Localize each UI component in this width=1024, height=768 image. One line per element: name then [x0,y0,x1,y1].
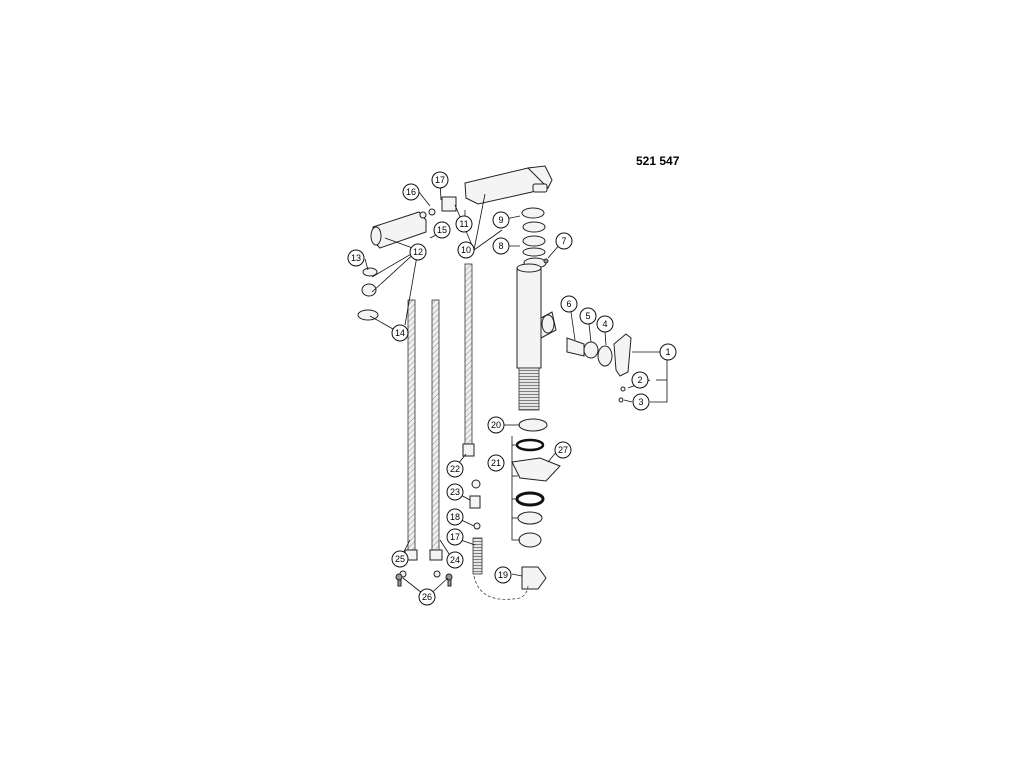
callout-18: 18 [446,508,464,526]
callout-label: 18 [450,512,460,522]
callout-26: 26 [418,588,436,606]
callout-14: 14 [391,324,409,342]
callout-4: 4 [596,315,614,333]
callout-label: 4 [602,319,607,329]
callout-label: 16 [406,187,416,197]
callout-5: 5 [579,307,597,325]
callout-24: 24 [446,551,464,569]
callout-label: 22 [450,464,460,474]
callout-label: 8 [498,241,503,251]
callout-label: 5 [585,311,590,321]
connector-parts [395,479,529,600]
callout-9: 9 [492,211,510,229]
callout-label: 17 [435,175,445,185]
o-ring-stack [521,207,549,269]
callout-label: 13 [351,253,361,263]
callout-label: 23 [450,487,460,497]
callout-3: 3 [632,393,650,411]
model-number: 521 547 [636,154,680,168]
callout-label: 27 [558,445,568,455]
callout-label: 6 [566,299,571,309]
callout-2: 2 [631,371,649,389]
callout-8: 8 [492,237,510,255]
callout-label: 24 [450,555,460,565]
callout-label: 26 [422,592,432,602]
callout-22: 22 [446,460,464,478]
callout-10: 10 [457,241,475,259]
callout-25: 25 [391,550,409,568]
callout-label: 15 [437,225,447,235]
aerator-parts [357,267,379,321]
callout-label: 17 [450,532,460,542]
callout-label: 7 [561,236,566,246]
callout-1: 1 [659,343,677,361]
callout-label: 20 [491,420,501,430]
callout-19: 19 [494,566,512,584]
callout-12: 12 [409,243,427,261]
callout-6: 6 [560,295,578,313]
callout-17-bottom: 17 [446,528,464,546]
main-body [516,263,557,411]
callout-label: 11 [459,219,468,229]
callout-16: 16 [402,183,420,201]
callout-7: 7 [555,232,573,250]
callout-13: 13 [347,249,365,267]
flexible-hoses [404,263,475,561]
callout-27: 27 [554,441,572,459]
callout-11: 11 [455,215,473,233]
callout-label: 3 [638,397,643,407]
callout-label: 25 [395,554,405,564]
callout-label: 1 [665,347,670,357]
spout-assembly [370,165,553,249]
callout-label: 14 [395,328,405,338]
lower-seal-parts [511,418,561,590]
cartridge-and-lever [566,333,632,403]
callout-15: 15 [433,221,451,239]
callout-21: 21 [487,454,505,472]
callout-label: 10 [461,245,471,255]
callout-23: 23 [446,483,464,501]
callout-20: 20 [487,416,505,434]
callout-label: 12 [413,247,423,257]
callout-label: 21 [491,458,501,468]
callout-label: 9 [498,215,503,225]
callout-label: 2 [637,375,642,385]
callout-17-top: 17 [431,171,449,189]
callout-label: 19 [498,570,508,580]
